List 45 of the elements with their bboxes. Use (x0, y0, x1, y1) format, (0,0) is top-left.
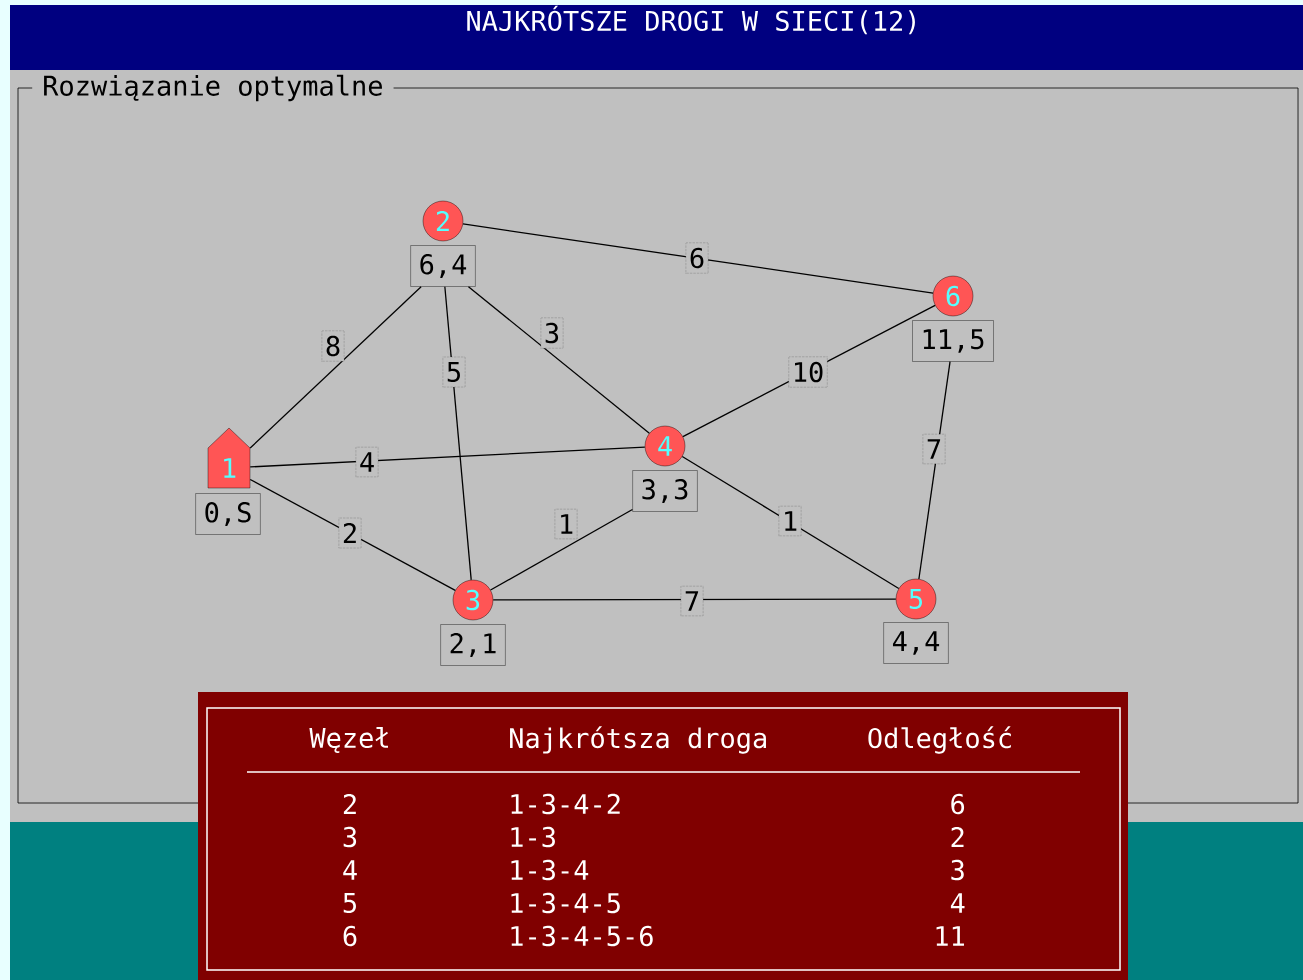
connector-line (249, 286, 422, 449)
label: 1-3-4-5 (511, 892, 620, 914)
network-node: 3 (452, 579, 494, 621)
distance-label: 4,4 (883, 622, 949, 664)
label: 3 (343, 826, 357, 848)
label: Węzeł (309, 727, 389, 753)
start-node: 1 (207, 427, 251, 489)
results-table: Węzeł Najkrótsza droga Odległość 2 1-3-4-2 6 3 1-3 2 4 1-3-4 3 5 1-3-4-5 4 6 1-3-4-5-6 11 (198, 692, 1128, 980)
label: 11 (936, 926, 964, 946)
network-node: 5 (895, 578, 937, 620)
connector-line (444, 286, 472, 581)
distance-label: 0,S (195, 493, 261, 535)
edge-label: 10 (788, 356, 828, 388)
network-node: 6 (932, 275, 974, 317)
connector-line (489, 508, 634, 591)
network-node: 4 (644, 425, 686, 467)
distance-label: 11,5 (912, 320, 994, 362)
label: 2 (951, 826, 964, 848)
connector-line (249, 446, 646, 468)
label: 4 (950, 893, 965, 913)
label: 1-3-4 (511, 859, 589, 881)
label: 1-3 (511, 826, 555, 848)
distance-label: 2,1 (440, 624, 506, 666)
edge-label: 4 (355, 446, 379, 478)
label: 5 (343, 892, 356, 914)
edge-label: 7 (922, 433, 946, 465)
edge-label: 1 (778, 505, 802, 537)
label: Odległość (868, 726, 1011, 754)
connector-line (492, 598, 897, 601)
distance-label: 3,3 (632, 470, 698, 512)
label: 6 (343, 925, 357, 947)
edge-label: 7 (680, 585, 704, 617)
edge-label: 1 (554, 508, 578, 540)
network-node: 2 (422, 200, 464, 242)
connector-line (681, 455, 900, 590)
edge-label: 8 (321, 330, 345, 362)
label: 4 (343, 860, 357, 880)
label: 1-3-4-5-6 (511, 925, 653, 947)
title-bar: NAJKRÓTSZE DROGI W SIECI(12) (10, 5, 1303, 70)
label: 3 (951, 859, 964, 881)
connector-line (249, 478, 456, 592)
label: Najkrótsza droga (510, 726, 766, 754)
distance-label: 6,4 (410, 245, 476, 287)
connector-line (467, 286, 650, 434)
connector-line (462, 223, 934, 294)
